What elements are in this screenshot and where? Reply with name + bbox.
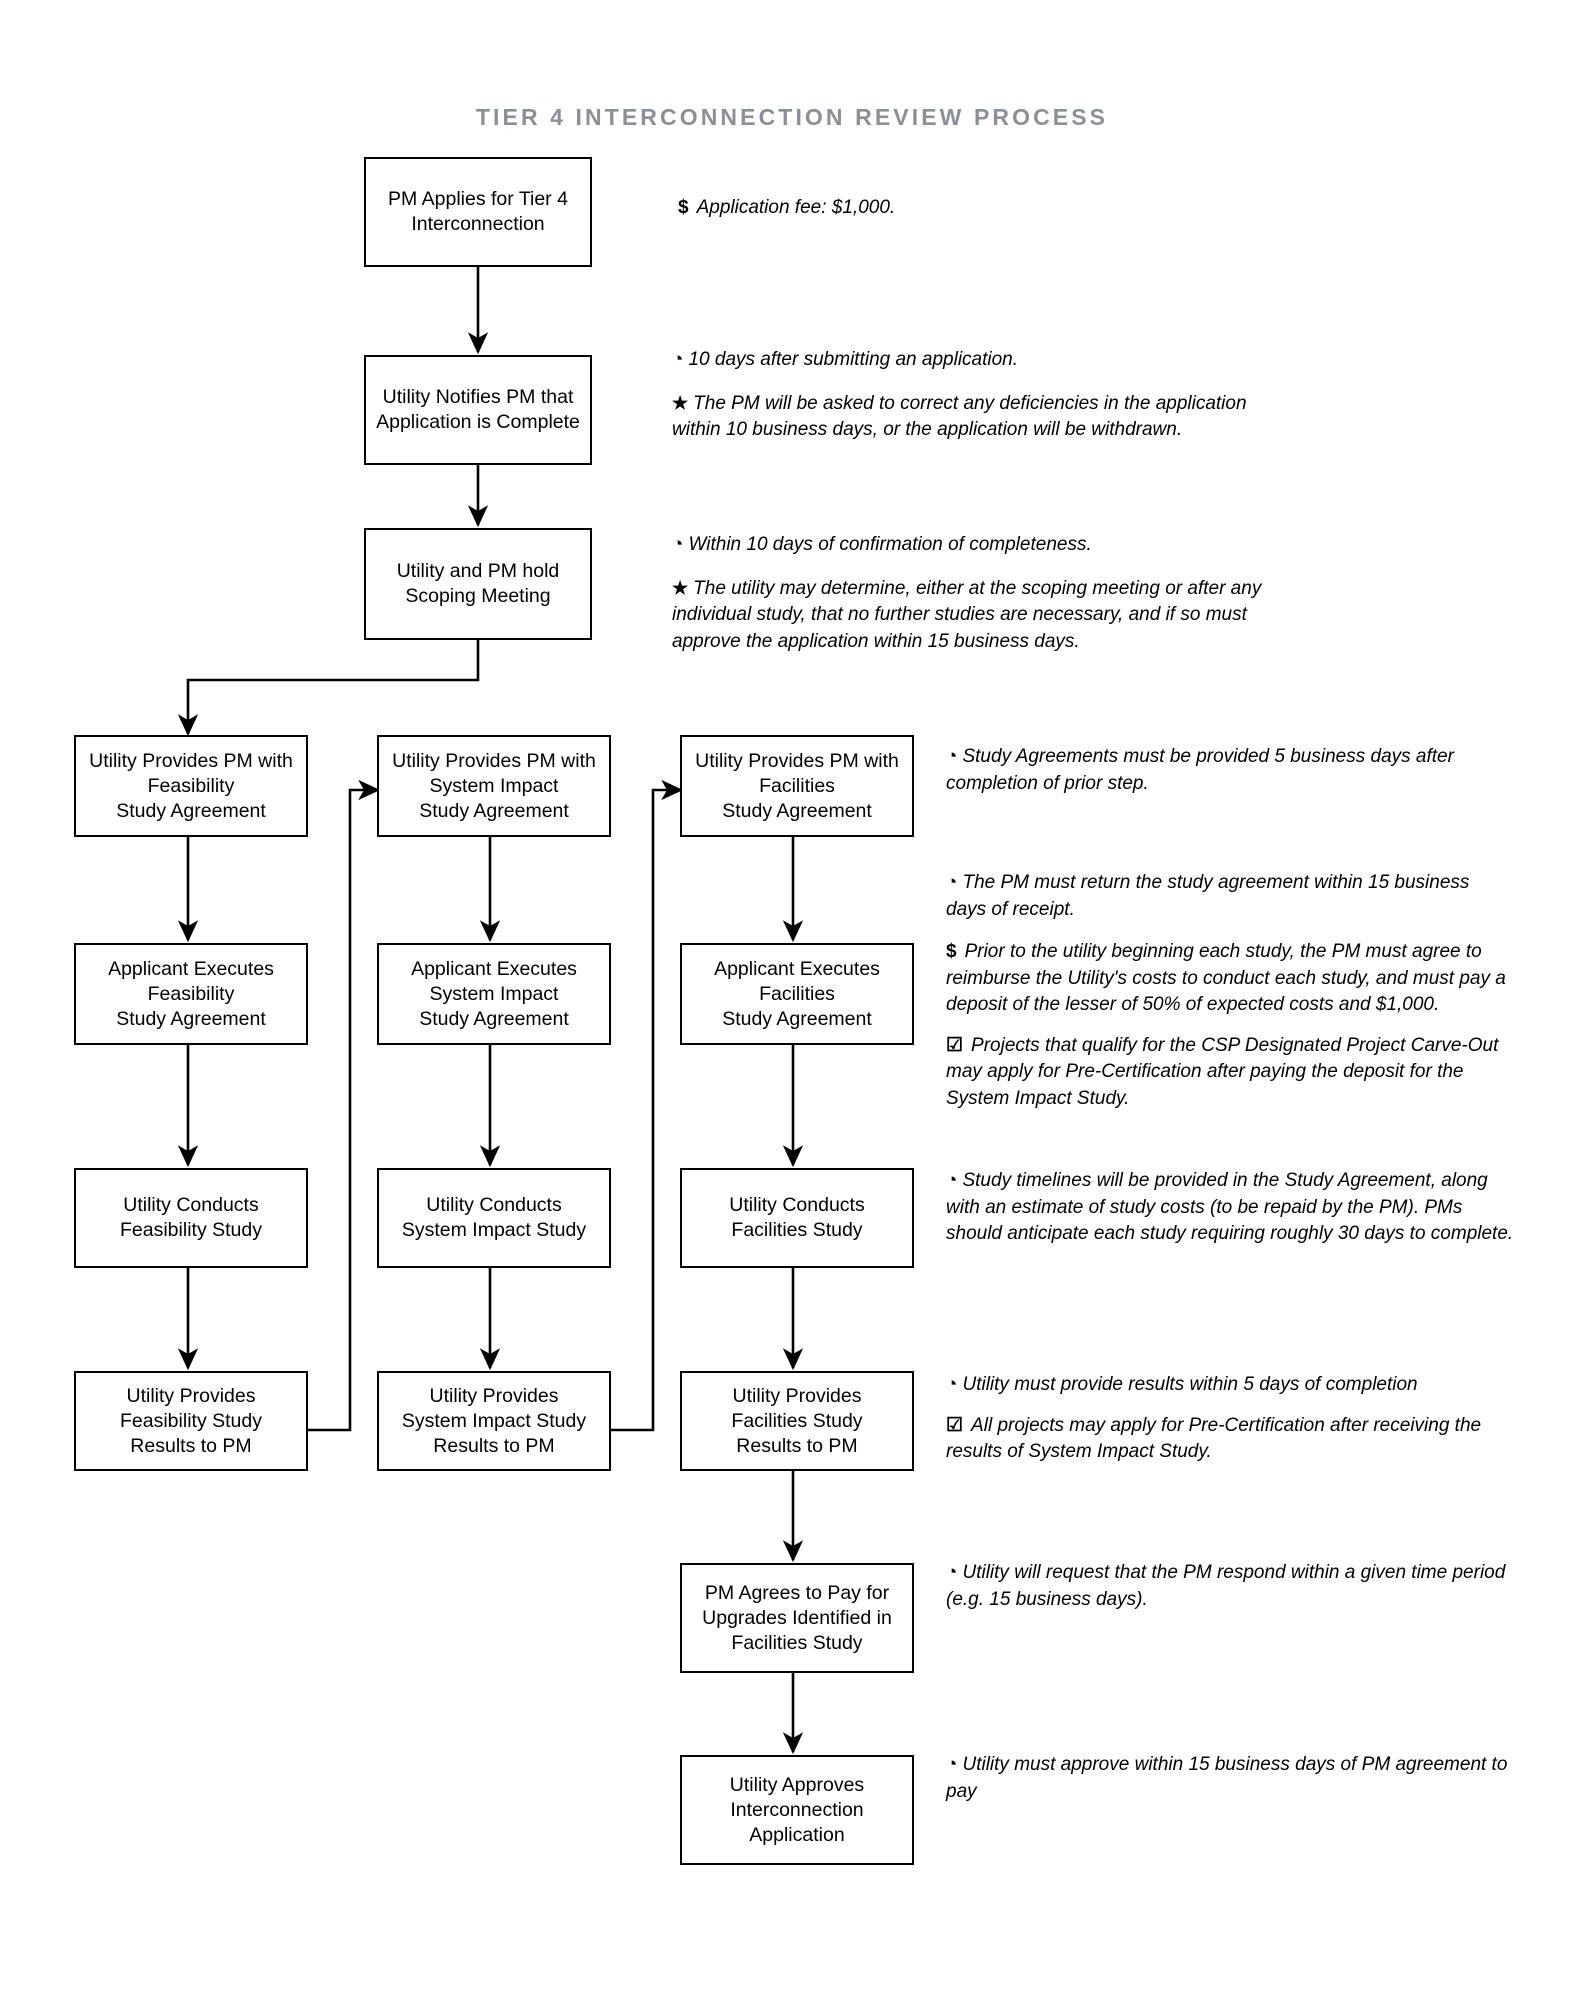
node-utility-notifies[interactable]: Utility Notifies PM that Application is …	[364, 355, 592, 465]
annotation-text: Utility will request that the PM respond…	[946, 1562, 1506, 1610]
clock-icon: ◔	[946, 872, 958, 893]
checkbox-icon: ☑	[946, 1034, 964, 1056]
annotation-applicant-executes: ◔The PM must return the study agreement …	[946, 870, 1506, 1112]
annotation-utility-approves: ◔Utility must approve within 15 business…	[946, 1752, 1526, 1805]
annotation-text: The PM will be asked to correct any defi…	[672, 392, 1247, 441]
node-applicant-executes-system-impact[interactable]: Applicant Executes System Impact Study A…	[377, 943, 611, 1045]
annotation-text: Study timelines will be provided in the …	[946, 1170, 1514, 1244]
node-utility-approves[interactable]: Utility Approves Interconnection Applica…	[680, 1755, 914, 1865]
annotation-scoping-meeting: ◔Within 10 days of confirmation of compl…	[672, 532, 1292, 655]
checkbox-icon: ☑	[946, 1414, 964, 1436]
annotation-text: The PM must return the study agreement w…	[946, 872, 1470, 920]
annotation-text: The utility may determine, either at the…	[672, 577, 1262, 652]
node-system-impact-results[interactable]: Utility Provides System Impact Study Res…	[377, 1371, 611, 1471]
annotation-text: Within 10 days of confirmation of comple…	[688, 534, 1092, 555]
clock-icon: ◔	[946, 1170, 958, 1191]
clock-icon: ◔	[946, 1374, 958, 1395]
node-scoping-meeting[interactable]: Utility and PM hold Scoping Meeting	[364, 528, 592, 640]
clock-icon: ◔	[946, 1562, 958, 1583]
annotation-pm-agrees-to-pay: ◔Utility will request that the PM respon…	[946, 1560, 1526, 1613]
node-system-impact-study-agreement[interactable]: Utility Provides PM with System Impact S…	[377, 735, 611, 837]
annotation-utility-conducts: ◔Study timelines will be provided in the…	[946, 1168, 1516, 1248]
star-icon: ★	[672, 577, 689, 598]
annotation-text: All projects may apply for Pre-Certifica…	[946, 1414, 1482, 1463]
node-pm-agrees-to-pay[interactable]: PM Agrees to Pay for Upgrades Identified…	[680, 1563, 914, 1673]
money-icon: $	[678, 197, 689, 218]
node-utility-conducts-facilities[interactable]: Utility Conducts Facilities Study	[680, 1168, 914, 1268]
node-feasibility-study-agreement[interactable]: Utility Provides PM with Feasibility Stu…	[74, 735, 308, 837]
clock-icon: ◔	[672, 534, 684, 555]
node-facilities-results[interactable]: Utility Provides Facilities Study Result…	[680, 1371, 914, 1471]
annotation-text: Projects that qualify for the CSP Design…	[946, 1034, 1499, 1109]
annotation-study-agreements: ◔Study Agreements must be provided 5 bus…	[946, 744, 1506, 797]
annotation-notify-complete: ◔10 days after submitting an application…	[672, 347, 1272, 444]
annotation-text: 10 days after submitting an application.	[688, 349, 1019, 370]
star-icon: ★	[672, 392, 689, 413]
annotation-text: Utility must approve within 15 business …	[946, 1754, 1508, 1802]
annotation-text: Utility must provide results within 5 da…	[962, 1374, 1418, 1395]
annotation-text: Application fee: $1,000.	[696, 197, 896, 218]
money-icon: $	[946, 941, 957, 962]
page-title: TIER 4 INTERCONNECTION REVIEW PROCESS	[475, 104, 1109, 130]
annotation-application-fee: $ Application fee: $1,000.	[678, 195, 1238, 222]
node-utility-conducts-system-impact[interactable]: Utility Conducts System Impact Study	[377, 1168, 611, 1268]
annotation-results-to-pm: ◔Utility must provide results within 5 d…	[946, 1372, 1526, 1466]
node-applicant-executes-facilities[interactable]: Applicant Executes Facilities Study Agre…	[680, 943, 914, 1045]
clock-icon: ◔	[946, 746, 958, 767]
node-feasibility-results[interactable]: Utility Provides Feasibility Study Resul…	[74, 1371, 308, 1471]
node-pm-applies[interactable]: PM Applies for Tier 4 Interconnection	[364, 157, 592, 267]
node-facilities-study-agreement[interactable]: Utility Provides PM with Facilities Stud…	[680, 735, 914, 837]
node-utility-conducts-feasibility[interactable]: Utility Conducts Feasibility Study	[74, 1168, 308, 1268]
annotation-text: Prior to the utility beginning each stud…	[946, 941, 1506, 1015]
clock-icon: ◔	[946, 1754, 958, 1775]
annotation-text: Study Agreements must be provided 5 busi…	[946, 746, 1454, 794]
node-applicant-executes-feasibility[interactable]: Applicant Executes Feasibility Study Agr…	[74, 943, 308, 1045]
clock-icon: ◔	[672, 349, 684, 370]
